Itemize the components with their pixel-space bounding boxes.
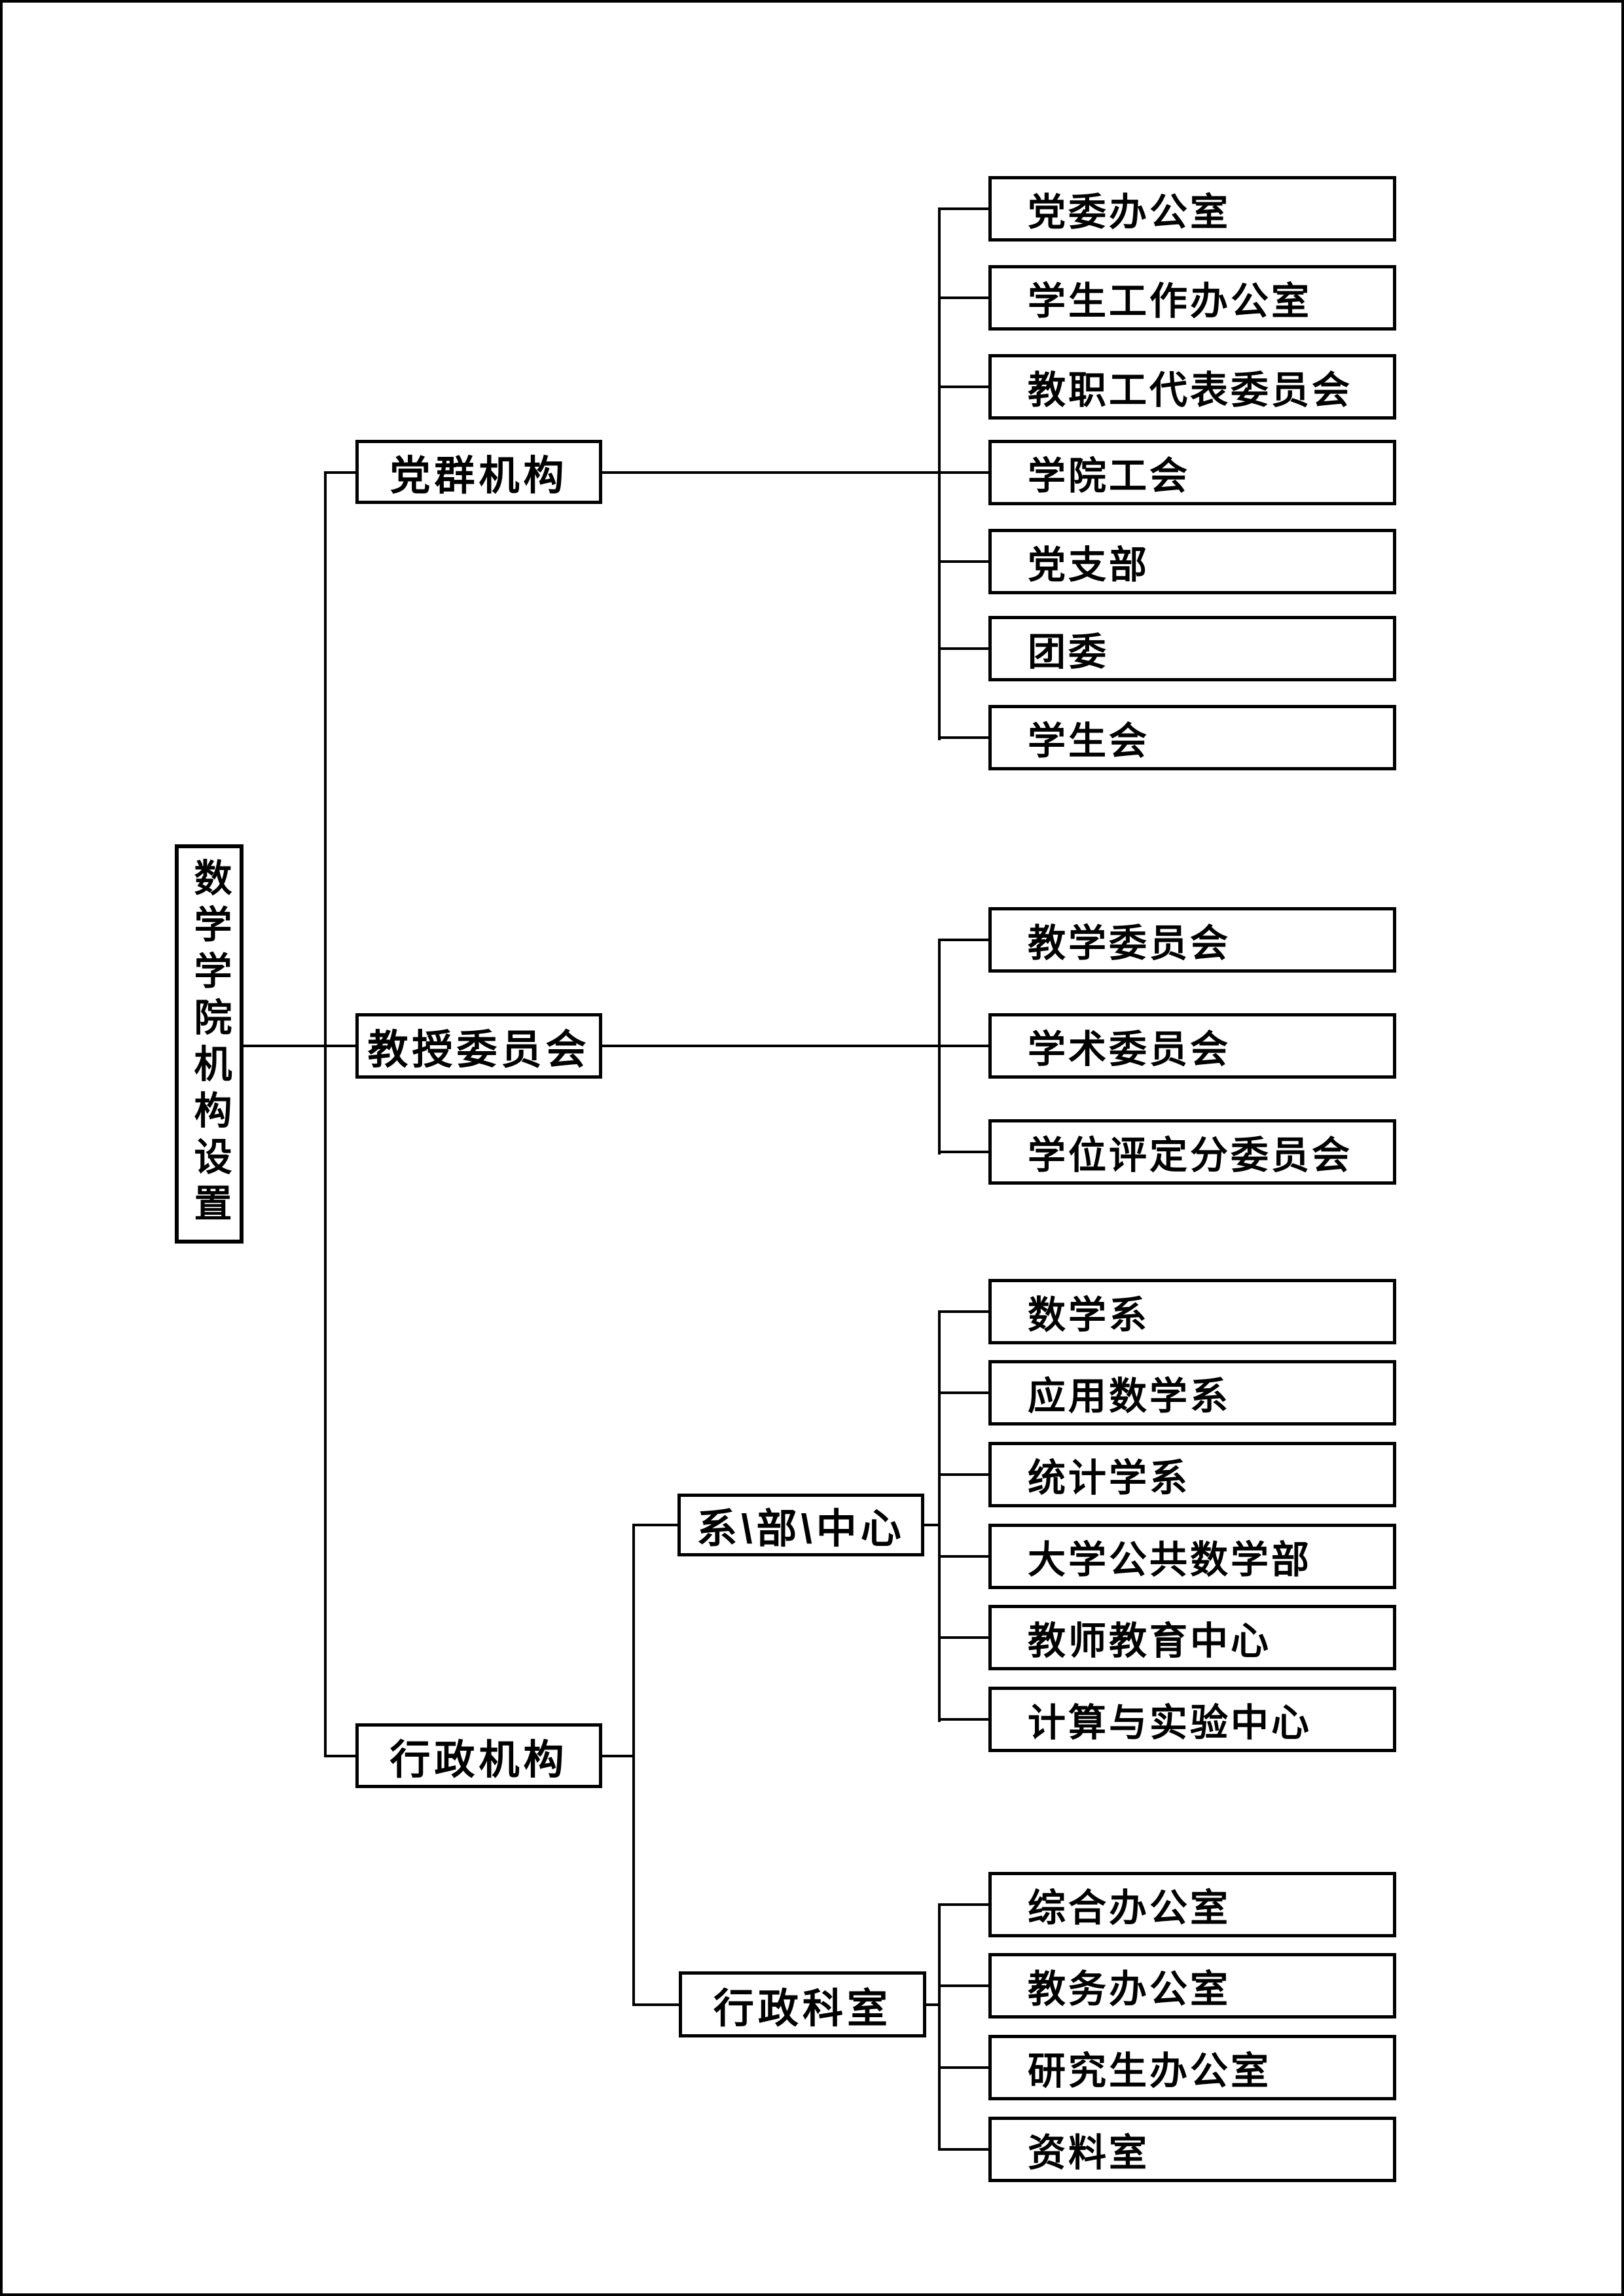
node-student-affairs-office: 学生工作办公室 [988,265,1396,331]
node-label: 数学系 [1028,1294,1150,1336]
node-label: 应用数学系 [1028,1375,1231,1418]
connector-line [938,647,988,650]
node-label: 综合办公室 [1028,1887,1231,1929]
node-party-branch: 党支部 [988,529,1396,594]
node-college-labor-union: 学院工会 [988,440,1396,505]
node-teacher-education-center: 教师教育中心 [988,1605,1396,1670]
node-mathematics-department: 数学系 [988,1279,1396,1344]
node-label: 教师教育中心 [1028,1620,1272,1662]
connector-line [938,1903,941,2151]
connector-line [602,471,941,474]
node-computing-and-experiment-center: 计算与实验中心 [988,1687,1396,1752]
connector-line [924,1524,941,1526]
connector-line [938,386,988,388]
group-administrative-offices: 行政科室 [679,1971,926,2037]
node-label: 学术委员会 [1028,1028,1231,1071]
connector-line [324,471,327,1757]
branch-party-mass-organizations: 党群机构 [355,440,602,504]
group-label: 行政科室 [713,1986,892,2032]
connector-line [938,1903,988,1906]
branch-professors-committee: 教授委员会 [355,1013,602,1079]
branch-label: 行政机构 [389,1737,568,1783]
connector-line [938,471,988,474]
node-label: 计算与实验中心 [1028,1702,1312,1744]
branch-label: 党群机构 [389,454,568,499]
node-student-union: 学生会 [988,705,1396,770]
connector-line [602,1755,635,1757]
connector-line [324,1755,355,1757]
connector-line [938,207,988,210]
node-label: 学位评定分委员会 [1028,1134,1353,1177]
connector-line [926,2003,941,2006]
node-label: 教学委员会 [1028,922,1231,965]
node-label: 研究生办公室 [1028,2050,1272,2092]
connector-line [938,1636,988,1639]
node-statistics-department: 统计学系 [988,1442,1396,1507]
node-label: 大学公共数学部 [1028,1539,1312,1581]
connector-line [602,1045,941,1047]
node-graduate-office: 研究生办公室 [988,2035,1396,2100]
connector-line [244,1045,355,1047]
node-faculty-staff-representative-committee: 教职工代表委员会 [988,354,1396,420]
group-departments-centers: 系\部\中心 [677,1494,924,1556]
node-academic-committee: 学术委员会 [988,1013,1396,1079]
node-label: 团委 [1028,631,1110,673]
node-reference-room: 资料室 [988,2117,1396,2182]
node-label: 党委办公室 [1028,191,1231,234]
node-general-office: 综合办公室 [988,1872,1396,1937]
connector-line [938,1045,988,1047]
connector-line [632,2003,679,2006]
connector-line [938,939,988,941]
connector-line [938,1984,988,1987]
branch-administrative-organizations: 行政机构 [355,1723,602,1788]
connector-line [938,296,988,299]
root-box: 数学学院机构设置 [175,844,244,1244]
connector-line [938,207,941,740]
connector-line [938,1391,988,1394]
node-label: 党支部 [1028,544,1150,586]
node-label: 统计学系 [1028,1457,1191,1499]
group-label: 系\部\中心 [696,1507,905,1552]
connector-line [938,1310,988,1313]
node-academic-affairs-office: 教务办公室 [988,1953,1396,2018]
connector-line [938,1718,988,1721]
branch-label: 教授委员会 [367,1028,590,1073]
connector-line [938,1151,988,1153]
node-youth-league-committee: 团委 [988,616,1396,681]
node-label: 教务办公室 [1028,1968,1231,2011]
root-label: 数学学院机构设置 [188,858,231,1230]
node-party-committee-office: 党委办公室 [988,176,1396,242]
connector-line [938,560,988,563]
node-degree-evaluation-subcommittee: 学位评定分委员会 [988,1119,1396,1185]
node-label: 学生会 [1028,720,1150,762]
node-teaching-committee: 教学委员会 [988,907,1396,973]
connector-line [632,1524,677,1526]
connector-line [324,471,355,474]
node-label: 资料室 [1028,2132,1150,2174]
connector-line [938,2066,988,2069]
connector-line [938,1310,941,1722]
connector-line [938,736,988,739]
connector-line [938,1555,988,1558]
connector-line [938,1473,988,1476]
connector-line [938,2148,988,2151]
node-label: 教职工代表委员会 [1028,369,1353,412]
node-label: 学院工会 [1028,455,1191,497]
node-university-public-mathematics-division: 大学公共数学部 [988,1524,1396,1589]
connector-line [632,1524,635,2006]
node-label: 学生工作办公室 [1028,280,1312,323]
node-applied-mathematics-department: 应用数学系 [988,1360,1396,1426]
